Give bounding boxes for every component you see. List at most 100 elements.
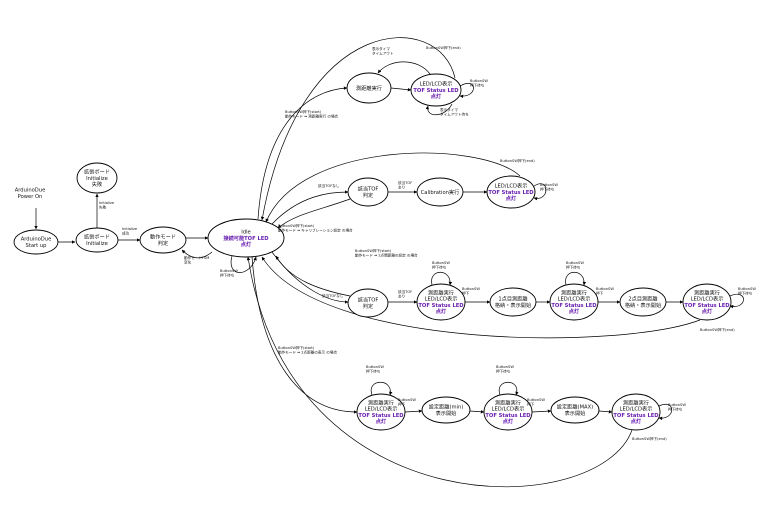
node-line: 表示開始 — [565, 409, 587, 417]
node-shape-lcd1 — [410, 73, 462, 107]
edge-label-start3: ButtonSW押下(start)動作モード ⇔ 2点間距離の設定 の場合 — [355, 248, 418, 258]
node-shape-ext_fail — [76, 162, 118, 194]
node-line: Initialize — [86, 176, 108, 182]
node-line: Calibration実行 — [421, 188, 460, 196]
node-shape-set_min — [421, 396, 471, 424]
edge-label-line: ButtonSW — [432, 261, 450, 265]
node-line: TOF Status LED — [551, 303, 597, 309]
edge-label-start1: ButtonSW押下(start)動作モード ⇔ 測距離実行 の場合 — [285, 109, 339, 119]
edge-label-line: 該当TOFなし — [322, 293, 344, 298]
node-shape-tof_judge1 — [347, 177, 389, 207]
node-mode_judge: 動作モード判定 — [139, 226, 187, 254]
node-shape-lcd2 — [486, 175, 536, 209]
node-shape-run3 — [416, 283, 466, 321]
node-shape-run6 — [356, 393, 406, 431]
node-line: Start up — [26, 243, 48, 249]
node-line: LED/LCD表示 — [425, 295, 458, 303]
node-shape-pt1 — [489, 287, 537, 317]
edge-run8-self — [658, 403, 673, 421]
edge-label-line: 押下待ち — [470, 83, 485, 88]
edge-run5-idle-end — [261, 256, 701, 339]
edge-label-line: 動作モード ⇔ 2点距離の表示 の場合 — [278, 350, 337, 355]
node-label-pt2: 2点目測距離格納・表示開始 — [625, 295, 662, 309]
node-shape-run4 — [549, 283, 599, 321]
node-label-set_min: 設定距離(min)表示開始 — [429, 403, 464, 417]
node-shape-run8 — [611, 393, 661, 431]
node-line: 2点目測距離 — [628, 295, 657, 303]
edge-label-line: 押下待ち — [366, 369, 381, 374]
edge-label-line: 押下待ち — [432, 265, 447, 270]
node-line: 点灯 — [702, 307, 713, 315]
edge-label-line: 表示タイマ — [440, 107, 458, 112]
edge-lcd1-measrun-timeout — [377, 61, 431, 75]
node-label-meas_run: 測距離実行 — [356, 84, 382, 92]
edge-label-line: ButtonSW押下(start) — [278, 345, 315, 350]
edge-run7-setmax — [531, 409, 552, 413]
edge-label-line: ButtonSW押下(end) — [426, 45, 461, 50]
node-line: TOF Status LED — [684, 303, 730, 309]
edge-lcd1-self — [425, 103, 453, 116]
edge-label-line: ButtonSW押下(start) — [285, 109, 322, 114]
edge-idle-measrun — [257, 86, 348, 220]
edge-label-line: ButtonSW — [527, 398, 545, 402]
edge-label-line: ButtonSW押下(start) — [278, 223, 315, 228]
node-shape-idle — [207, 218, 285, 258]
node-line: 点灯 — [436, 307, 447, 315]
edge-label-line: ButtonSW — [220, 269, 238, 273]
edge-run6-self — [370, 381, 393, 396]
edge-label-end4: ButtonSW押下(end) — [632, 436, 667, 441]
edge-tofjudge1-idle — [277, 198, 351, 229]
edge-label-line: 押下 — [596, 291, 604, 296]
edge-label-line: 該当TOF — [398, 289, 412, 294]
node-line: TOF Status LED — [485, 413, 531, 419]
node-line: TOF Status LED — [413, 88, 459, 94]
node-label-pt1: 1点目測距離格納・表示開始 — [495, 295, 532, 309]
node-line: 動作モード — [150, 233, 176, 241]
node-line: Initialize — [86, 241, 108, 247]
node-line: TOF Status LED — [418, 303, 464, 309]
node-shape-run7 — [483, 393, 533, 431]
node-line: Idle — [241, 230, 250, 236]
edge-label-line: ButtonSW — [738, 287, 756, 291]
edge-label-no_tof2: 該当TOFなし — [322, 293, 344, 298]
edge-label-line: あり — [398, 294, 405, 299]
node-line: 測距離実行 — [356, 84, 382, 92]
node-line: 測距離実行 — [561, 289, 587, 297]
node-line: 測距離実行 — [368, 399, 394, 407]
edge-label-start4: ButtonSW押下(start)動作モード ⇔ 2点距離の表示 の場合 — [278, 345, 337, 355]
node-line: 設定距離(MAX) — [557, 403, 593, 411]
node-line: 測距離実行 — [495, 399, 521, 407]
edge-label-line: タイムアウト待ち — [440, 112, 469, 117]
node-line: TOF Status LED — [488, 190, 534, 196]
edge-label-line: ButtonSW押下(end) — [500, 158, 535, 163]
node-line: LED/LCD表示 — [492, 405, 525, 413]
edge-label-no_tof1: 該当TOFなし — [318, 183, 340, 188]
edge-idle-self — [230, 255, 257, 273]
node-set_min: 設定距離(min)表示開始 — [421, 396, 471, 424]
edge-run3-self — [431, 271, 453, 286]
edge-label-line: あり — [398, 185, 405, 190]
node-line: 格納・表示開始 — [495, 301, 532, 309]
